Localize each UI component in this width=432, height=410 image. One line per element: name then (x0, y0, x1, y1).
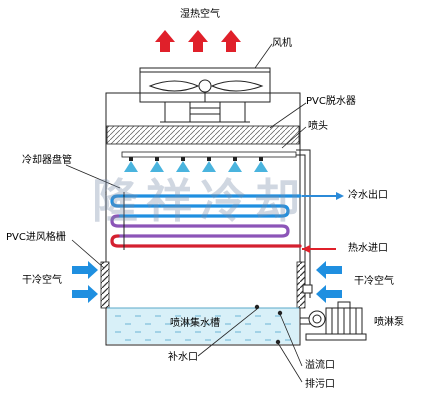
exhaust-arrow-3 (221, 30, 241, 52)
label-basin: 喷淋集水槽 (170, 318, 220, 329)
label-pvc-eliminator: PVC脱水器 (306, 96, 356, 107)
fan-assembly (139, 67, 271, 123)
label-water-outlet: 冷水出口 (348, 190, 388, 201)
leader-lines (65, 43, 307, 383)
label-nozzle: 喷头 (308, 121, 328, 132)
tower-shell (105, 92, 301, 346)
tower-body (105, 92, 301, 346)
pvc-eliminator (106, 125, 300, 145)
label-coil: 冷却器盘管 (22, 155, 72, 166)
label-spray-pump: 喷淋泵 (374, 317, 404, 328)
coil-purple (110, 214, 290, 238)
exhaust-arrow-2 (188, 30, 208, 52)
hot-inlet-arrow (302, 245, 336, 253)
label-humid-air: 湿热空气 (180, 9, 220, 20)
louver-left (100, 261, 110, 309)
water-outlet-arrow (302, 192, 344, 200)
collecting-basin (107, 307, 299, 344)
cooler-coil (110, 194, 302, 248)
spray-pump-unit (305, 301, 367, 341)
nozzles (124, 157, 268, 172)
drain-fitting (275, 339, 281, 345)
label-hot-inlet: 热水进口 (348, 243, 388, 254)
label-fan: 风机 (272, 38, 292, 49)
fan-hub (198, 79, 212, 93)
label-pvc-louver: PVC进风格栅 (6, 232, 66, 243)
label-overflow: 溢流口 (305, 360, 335, 371)
coil-red (110, 234, 302, 248)
spray-header (121, 151, 297, 172)
dry-air-arrows-right (316, 261, 342, 303)
fan-motor (189, 101, 221, 123)
label-dry-air-right: 干冷空气 (354, 276, 394, 287)
exhaust-arrows (155, 30, 241, 52)
label-drain: 排污口 (305, 379, 335, 390)
makeup-fitting (254, 304, 260, 310)
label-makeup: 补水口 (168, 352, 198, 363)
fan-blade-right (210, 80, 264, 92)
exhaust-arrow-1 (155, 30, 175, 52)
dry-air-arrows-left (72, 261, 98, 303)
watermark: 隆祥冷却 (92, 174, 308, 228)
fan-blade-left (148, 80, 200, 92)
overflow-fitting (277, 310, 283, 316)
coil-blue (110, 194, 302, 218)
label-dry-air-left: 干冷空气 (22, 275, 62, 286)
